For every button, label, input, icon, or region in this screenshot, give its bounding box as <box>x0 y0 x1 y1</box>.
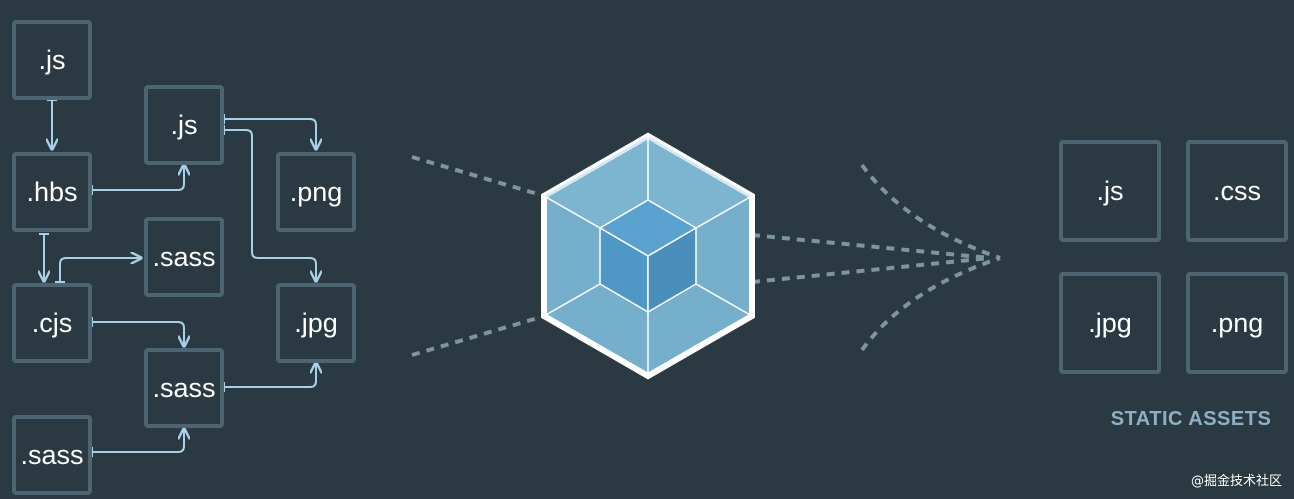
edge-sass2-jpg <box>224 364 316 388</box>
edge-sass3-sass2 <box>92 430 184 453</box>
cube-inner-right <box>647 226 697 314</box>
module-jpg: .jpg <box>276 283 356 363</box>
webpack-cube-logo <box>541 132 755 380</box>
module-png: .png <box>276 152 356 232</box>
asset-js: .js <box>1059 140 1161 242</box>
module-sass: .sass <box>144 348 224 428</box>
watermark: @掘金技术社区 <box>1190 474 1282 489</box>
asset-png: .png <box>1186 272 1288 374</box>
edge-cjs-sass1 <box>59 258 140 282</box>
asset-jpg: .jpg <box>1059 272 1161 374</box>
module-sass: .sass <box>144 217 224 297</box>
module-js: .js <box>144 85 224 165</box>
module-sass: .sass <box>12 415 92 495</box>
static-assets-label: STATIC ASSETS <box>1110 408 1272 430</box>
edge-cjs-sass2 <box>92 321 184 345</box>
asset-css: .css <box>1186 140 1288 242</box>
module-js: .js <box>12 20 92 100</box>
module-cjs: .cjs <box>12 283 92 363</box>
module-hbs: .hbs <box>12 152 92 232</box>
edge-hbs-js2 <box>92 166 184 191</box>
edge-js2-jpg <box>224 129 316 280</box>
edge-js2-png <box>224 118 316 148</box>
